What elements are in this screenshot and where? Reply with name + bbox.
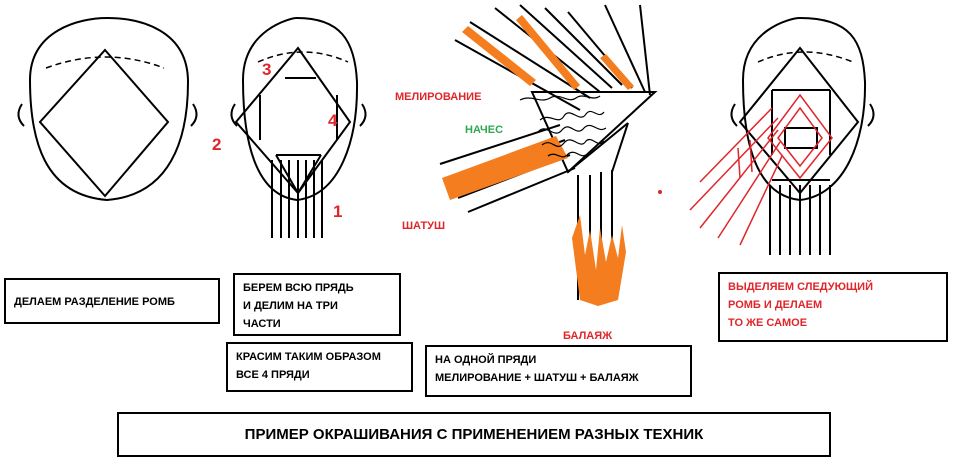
caption-next-diamond: ВЫДЕЛЯЕМ СЛЕДУЮЩИЙ РОМБ И ДЕЛАЕМ ТО ЖЕ С… [718, 272, 948, 342]
head-1-diamond [17, 16, 198, 202]
caption-one-strand-techniques: НА ОДНОЙ ПРЯДИ МЕЛИРОВАНИЕ + ШАТУШ + БАЛ… [425, 345, 692, 397]
caption-color-all-strands: КРАСИМ ТАКИМ ОБРАЗОМ ВСЕ 4 ПРЯДИ [226, 342, 413, 392]
caption-divide-strand: БЕРЕМ ВСЮ ПРЯДЬ И ДЕЛИМ НА ТРИ ЧАСТИ [233, 273, 401, 336]
label-balayazh: БАЛАЯЖ [563, 330, 613, 342]
section-number-4: 4 [328, 111, 338, 130]
label-naches: НАЧЕС [465, 124, 504, 136]
head-5-next-diamond [730, 16, 875, 255]
label-melirovanie: МЕЛИРОВАНИЕ [395, 91, 482, 103]
caption-diamond-parting: ДЕЛАЕМ РАЗДЕЛЕНИЕ РОМБ [4, 278, 220, 324]
head-2-sections [230, 16, 367, 238]
page-title: ПРИМЕР ОКРАШИВАНИЯ С ПРИМЕНЕНИЕМ РАЗНЫХ … [117, 412, 831, 457]
balayazh-orange-flame [572, 215, 626, 306]
melirovanie-orange-strands [462, 15, 634, 90]
section-number-1: 1 [333, 202, 343, 221]
label-shatush: ШАТУШ [402, 220, 446, 232]
head-5-red-lines [689, 93, 833, 246]
section-number-3: 3 [262, 60, 272, 79]
red-dot [658, 190, 662, 194]
shatush-orange-band [442, 136, 568, 200]
naches-scribble [519, 95, 607, 158]
section-number-2: 2 [212, 135, 222, 154]
